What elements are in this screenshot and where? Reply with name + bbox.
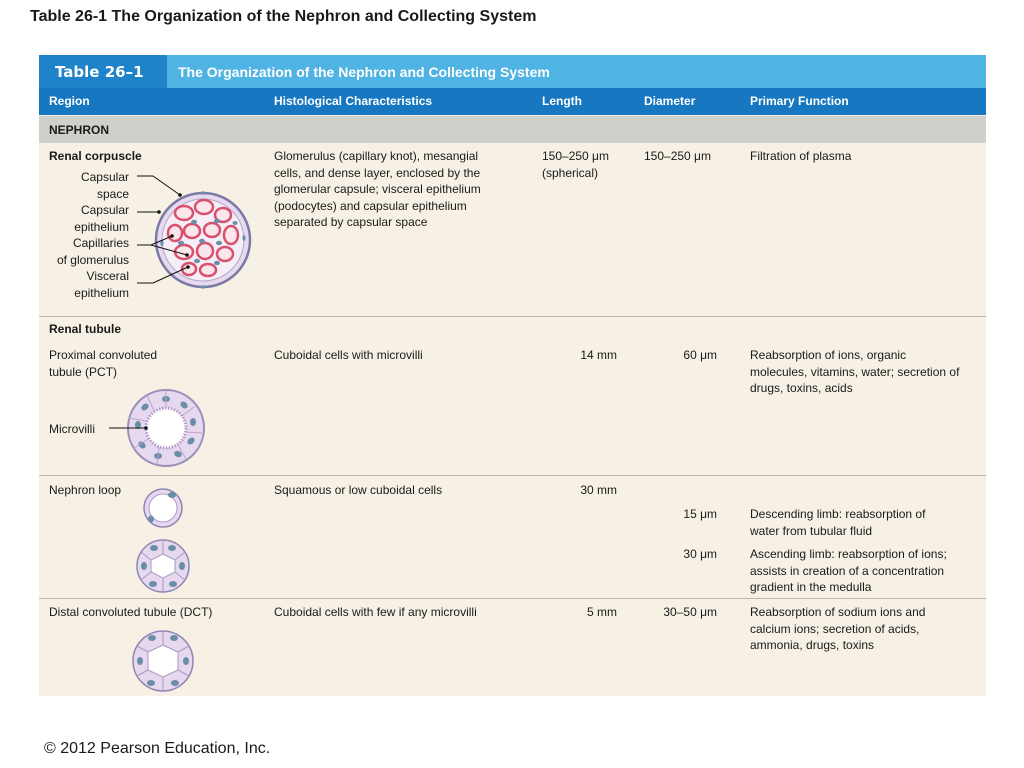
renal-corpuscle-diameter: 150–250 μm [644,149,711,163]
section-nephron: NEPHRON [39,116,986,143]
loop-ascending-diameter: 30 μm [683,547,717,561]
table-number: Table 26–1 [55,63,144,81]
corpuscle-labels: Capsular space Capsular epithelium Capil… [39,169,129,301]
loop-descending-illustration [143,488,183,528]
renal-corpuscle-illustration [137,175,252,289]
label-capsular-space-1: Capsular [80,170,129,184]
region-line: Proximal convoluted [49,348,158,362]
header-length: Length [542,94,582,108]
pct-histology: Cuboidal cells with microvilli [274,348,423,362]
nephron-table: Table 26–1 The Organization of the Nephr… [39,55,986,696]
label-capsular-epithelium-1: Capsular [80,203,129,217]
dct-histology: Cuboidal cells with few if any microvill… [274,605,477,619]
function-line: assists in creation of a concentration [750,563,945,578]
row-divider [39,316,986,317]
pct-function: Reabsorption of ions, organic molecules,… [750,347,959,397]
copyright-notice: © 2012 Pearson Education, Inc. [44,740,271,757]
length-line: (spherical) [542,165,599,180]
label-capillaries-2: of glomerulus [56,252,129,267]
function-line: ammonia, drugs, toxins [750,638,875,652]
label-capsular-epithelium-2: epithelium [74,219,129,234]
dct-diameter: 30–50 μm [663,605,717,619]
header-function: Primary Function [750,94,849,108]
function-line: Ascending limb: reabsorption of ions; [750,547,947,561]
dct-length: 5 mm [587,605,617,619]
histology-line: glomerular capsule; visceral epithelium [274,182,481,196]
function-line: Descending limb: reabsorption of [750,507,926,521]
renal-tubule-heading: Renal tubule [49,322,122,336]
pct-diameter: 60 μm [683,348,717,362]
row-divider [39,598,986,599]
header-diameter: Diameter [644,94,696,108]
table-header-row: Region Histological Characteristics Leng… [39,88,986,115]
loop-histology: Squamous or low cuboidal cells [274,483,443,497]
pct-length: 14 mm [580,348,617,362]
table-title-bar: Table 26–1 The Organization of the Nephr… [39,55,986,88]
loop-region: Nephron loop [49,483,122,497]
label-microvilli: Microvilli [49,422,95,436]
function-line: drugs, toxins, acids [750,381,853,395]
loop-descending-function: Descending limb: reabsorption of water f… [750,506,925,539]
renal-corpuscle-histology: Glomerulus (capillary knot), mesangial c… [274,148,481,231]
region-line: tubule (PCT) [49,364,118,379]
label-visceral-1: Visceral [86,269,129,283]
function-line: molecules, vitamins, water; secretion of [750,364,960,379]
pct-illustration [109,389,205,467]
label-visceral-2: epithelium [74,285,129,300]
header-histology: Histological Characteristics [274,94,433,108]
function-line: gradient in the medulla [750,580,872,594]
renal-corpuscle-region: Renal corpuscle [49,149,142,163]
renal-corpuscle-length: 150–250 μm (spherical) [542,148,609,181]
histology-line: separated by capsular space [274,215,428,229]
loop-ascending-illustration [136,539,190,593]
label-capsular-space-2: space [96,186,129,201]
loop-descending-diameter: 15 μm [683,507,717,521]
histology-line: (podocytes) and capsular epithelium [274,198,467,213]
header-region: Region [49,94,90,108]
dct-illustration [132,630,194,692]
table-number-tab: Table 26–1 [39,55,167,88]
dct-function: Reabsorption of sodium ions and calcium … [750,604,925,654]
histology-line: cells, and dense layer, enclosed by the [274,165,481,180]
label-capillaries-1: Capillaries [72,236,129,250]
loop-ascending-function: Ascending limb: reabsorption of ions; as… [750,546,947,596]
loop-length: 30 mm [580,483,617,497]
function-line: Reabsorption of sodium ions and [750,605,926,619]
renal-corpuscle-function: Filtration of plasma [750,149,852,163]
function-line: water from tubular fluid [750,523,873,538]
histology-line: Glomerulus (capillary knot), mesangial [274,149,479,163]
dct-region: Distal convoluted tubule (DCT) [49,605,213,619]
length-line: 150–250 μm [542,149,609,163]
function-line: calcium ions; secretion of acids, [750,621,920,636]
function-line: Reabsorption of ions, organic [750,348,907,362]
table-title: The Organization of the Nephron and Coll… [178,64,550,80]
section-nephron-label: NEPHRON [49,123,110,137]
row-divider [39,475,986,476]
pct-region: Proximal convoluted tubule (PCT) [49,347,157,380]
slide-title: Table 26-1 The Organization of the Nephr… [30,8,537,25]
